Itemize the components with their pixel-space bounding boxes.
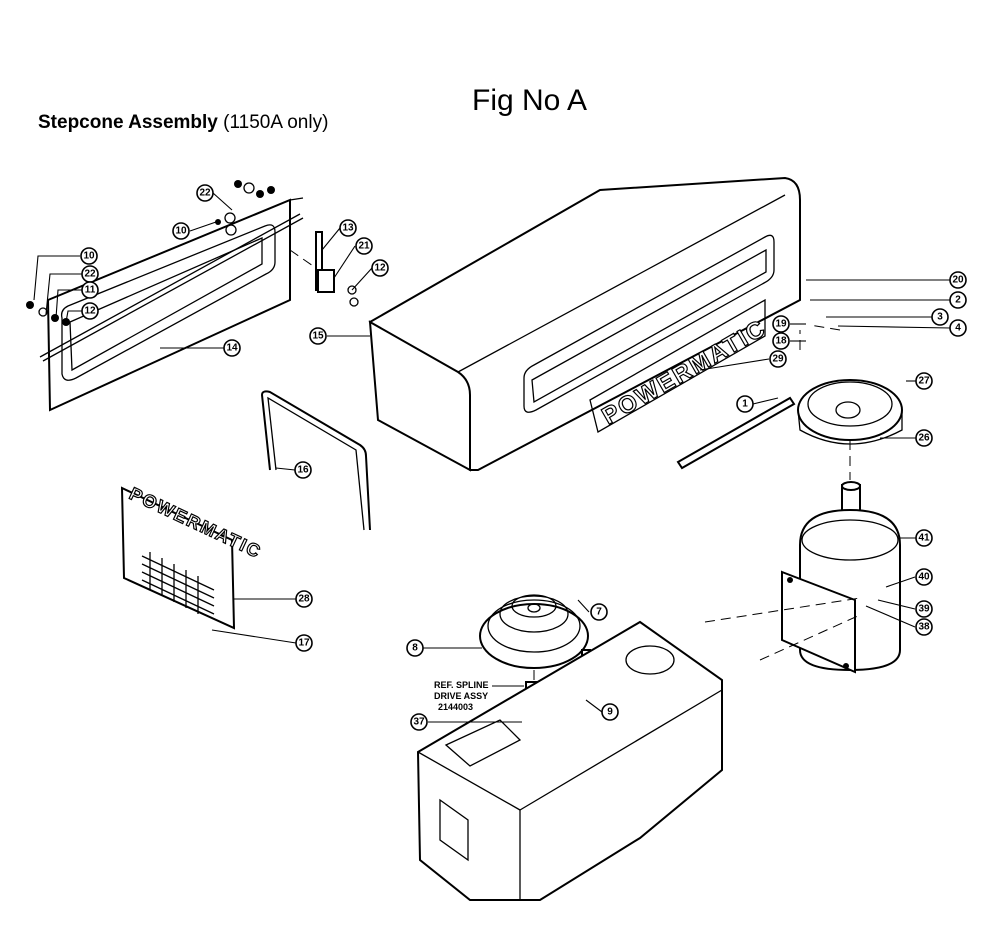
upper-stepcone-pulley bbox=[797, 379, 903, 480]
callout-16: 16 bbox=[294, 461, 312, 479]
svg-text:14: 14 bbox=[226, 343, 238, 354]
svg-text:20: 20 bbox=[952, 275, 964, 286]
svg-text:19: 19 bbox=[775, 319, 787, 330]
callout-39: 39 bbox=[915, 600, 933, 618]
callout-10-left: 10 bbox=[80, 247, 98, 265]
drive-belt bbox=[676, 396, 796, 470]
svg-text:3: 3 bbox=[937, 312, 943, 323]
callout-8: 8 bbox=[406, 639, 424, 657]
callout-11: 11 bbox=[81, 281, 99, 299]
ref-note-line-1: REF. SPLINE bbox=[434, 680, 489, 690]
callout-14: 14 bbox=[223, 339, 241, 357]
callout-37: 37 bbox=[410, 713, 428, 731]
callout-40: 40 bbox=[915, 568, 933, 586]
callout-21: 21 bbox=[355, 237, 373, 255]
spline-reference-note: REF. SPLINE DRIVE ASSY 2144003 bbox=[434, 680, 489, 712]
svg-text:1: 1 bbox=[742, 399, 748, 410]
leader-lines bbox=[33, 192, 951, 723]
svg-text:11: 11 bbox=[85, 285, 96, 296]
callout-20: 20 bbox=[949, 271, 967, 289]
hardware-group-top bbox=[26, 180, 275, 326]
callout-38: 38 bbox=[915, 618, 933, 636]
svg-text:41: 41 bbox=[918, 533, 930, 544]
callout-19: 19 bbox=[772, 315, 790, 333]
callout-18: 18 bbox=[772, 332, 790, 350]
assembly-title-qualifier: (1150A only) bbox=[223, 112, 329, 133]
callout-28: 28 bbox=[295, 590, 313, 608]
assembly-lines bbox=[799, 324, 841, 350]
svg-text:18: 18 bbox=[775, 336, 787, 347]
svg-text:22: 22 bbox=[84, 269, 96, 280]
svg-text:28: 28 bbox=[298, 594, 310, 605]
back-cover-plate bbox=[39, 197, 304, 412]
svg-text:12: 12 bbox=[84, 306, 96, 317]
ref-note-line-2: DRIVE ASSY bbox=[434, 691, 488, 701]
belt-guard-housing: POWERMATIC bbox=[368, 176, 801, 472]
hinge-bracket bbox=[289, 231, 359, 307]
svg-text:40: 40 bbox=[918, 572, 930, 583]
assembly-title: Stepcone Assembly (1150A only) bbox=[38, 112, 328, 134]
callout-22-left: 22 bbox=[81, 265, 99, 283]
lower-stepcone-pulley bbox=[479, 594, 589, 690]
head-casting bbox=[416, 620, 723, 901]
callout-27: 27 bbox=[915, 372, 933, 390]
figure-label: Fig No A bbox=[472, 84, 588, 117]
callout-15: 15 bbox=[309, 327, 327, 345]
svg-text:15: 15 bbox=[312, 331, 324, 342]
callout-3: 3 bbox=[931, 308, 949, 326]
svg-text:22: 22 bbox=[199, 188, 211, 199]
svg-text:2: 2 bbox=[955, 295, 961, 306]
svg-text:27: 27 bbox=[918, 376, 930, 387]
svg-text:17: 17 bbox=[298, 638, 310, 649]
callout-10-top: 10 bbox=[172, 222, 190, 240]
svg-text:37: 37 bbox=[413, 717, 425, 728]
callout-26: 26 bbox=[915, 429, 933, 447]
callout-12-bracket: 12 bbox=[371, 259, 389, 277]
callout-13: 13 bbox=[339, 219, 357, 237]
rear-vent-panel: POWERMATIC bbox=[120, 483, 266, 630]
assembly-title-bold: Stepcone Assembly bbox=[38, 112, 218, 133]
svg-text:8: 8 bbox=[412, 643, 418, 654]
svg-text:26: 26 bbox=[918, 433, 930, 444]
ref-note-line-3: 2144003 bbox=[438, 702, 473, 712]
callout-7: 7 bbox=[590, 603, 608, 621]
svg-text:13: 13 bbox=[342, 223, 354, 234]
callout-2: 2 bbox=[949, 291, 967, 309]
svg-text:29: 29 bbox=[772, 354, 784, 365]
callout-1: 1 bbox=[736, 395, 754, 413]
callout-12-left: 12 bbox=[81, 302, 99, 320]
svg-text:9: 9 bbox=[607, 707, 613, 718]
callout-29: 29 bbox=[769, 350, 787, 368]
svg-text:4: 4 bbox=[955, 323, 961, 334]
callout-9: 9 bbox=[601, 703, 619, 721]
callout-41: 41 bbox=[915, 529, 933, 547]
callout-4: 4 bbox=[949, 319, 967, 337]
svg-text:16: 16 bbox=[297, 465, 309, 476]
svg-text:10: 10 bbox=[83, 251, 95, 262]
callout-17: 17 bbox=[295, 634, 313, 652]
svg-text:39: 39 bbox=[918, 604, 930, 615]
svg-text:10: 10 bbox=[175, 226, 187, 237]
svg-text:12: 12 bbox=[374, 263, 386, 274]
svg-text:21: 21 bbox=[358, 241, 370, 252]
svg-text:38: 38 bbox=[918, 622, 930, 633]
callout-22-top: 22 bbox=[196, 184, 214, 202]
motor bbox=[704, 481, 901, 674]
u-spring bbox=[260, 390, 371, 531]
svg-text:7: 7 bbox=[596, 607, 602, 618]
